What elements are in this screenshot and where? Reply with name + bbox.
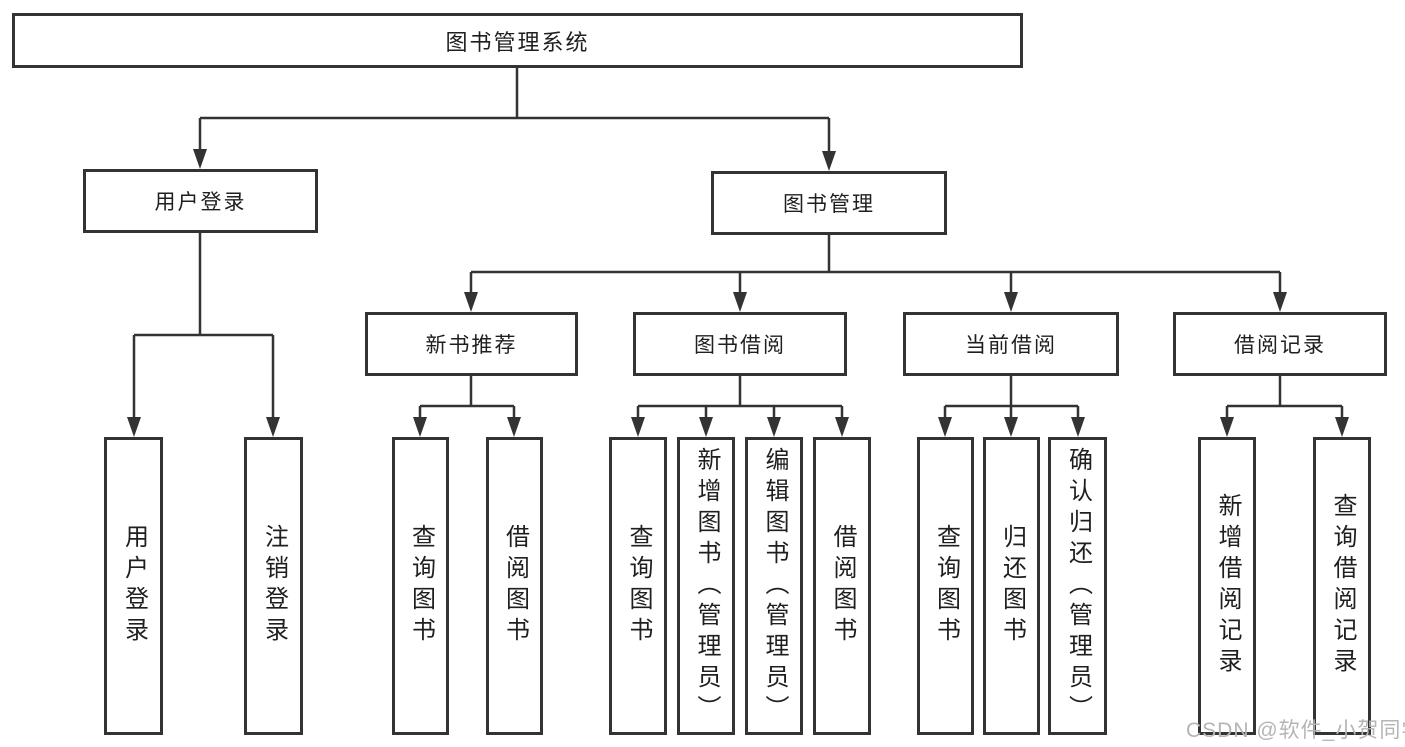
connector-book-borrow-children — [631, 376, 849, 437]
leaf-logout: 注销登录 — [244, 437, 303, 735]
node-label: 新增图书（管理员） — [693, 446, 720, 726]
connector-current-borrow-children — [938, 376, 1085, 437]
connector-new-book-recommend-children — [413, 376, 521, 437]
leaf-query-books-borrow: 查询图书 — [609, 437, 667, 735]
node-label: 查询图书 — [625, 524, 652, 648]
connector-root-to-level2 — [193, 68, 836, 171]
node-label: 借阅图书 — [829, 524, 856, 648]
leaf-query-borrow-record: 查询借阅记录 — [1313, 437, 1371, 735]
node-label: 图书管理 — [783, 193, 875, 216]
connector-book-management-children — [464, 235, 1287, 312]
node-book-management: 图书管理 — [711, 171, 947, 235]
leaf-confirm-return-admin: 确认归还（管理员） — [1048, 437, 1107, 735]
node-label: 图书管理系统 — [445, 29, 590, 55]
leaf-query-books-current: 查询图书 — [917, 437, 974, 735]
node-label: 借阅图书 — [501, 524, 529, 648]
node-label: 当前借阅 — [965, 334, 1057, 357]
node-label: 用户登录 — [154, 191, 247, 214]
leaf-edit-book-admin: 编辑图书（管理员） — [745, 437, 803, 735]
connector-borrow-records-children — [1220, 376, 1349, 437]
csdn-watermark: CSDN @软件_小贺同学 — [1186, 719, 1405, 742]
node-label: 归还图书 — [998, 524, 1026, 648]
node-borrow-records: 借阅记录 — [1173, 312, 1387, 376]
node-label: 注销登录 — [260, 524, 288, 648]
node-current-borrow: 当前借阅 — [903, 312, 1119, 376]
node-label: 新增借阅记录 — [1214, 493, 1241, 679]
leaf-borrow-books: 借阅图书 — [813, 437, 871, 735]
node-label: 编辑图书（管理员） — [761, 446, 788, 726]
node-new-book-recommend: 新书推荐 — [365, 312, 578, 376]
leaf-return-book: 归还图书 — [983, 437, 1040, 735]
node-label: 查询图书 — [932, 524, 960, 648]
leaf-user-login: 用户登录 — [104, 437, 163, 735]
connector-user-login-children — [127, 233, 280, 437]
node-label: 图书借阅 — [694, 334, 786, 357]
node-book-borrow: 图书借阅 — [633, 312, 847, 376]
node-label: 新书推荐 — [425, 334, 518, 357]
node-label: 用户登录 — [120, 524, 148, 648]
leaf-borrow-books-recommend: 借阅图书 — [486, 437, 543, 735]
node-label: 确认归还（管理员） — [1064, 446, 1092, 726]
node-library-management-system: 图书管理系统 — [12, 13, 1023, 68]
node-label: 查询图书 — [407, 524, 435, 648]
leaf-query-books-recommend: 查询图书 — [392, 437, 449, 735]
node-label: 查询借阅记录 — [1329, 493, 1356, 679]
leaf-add-borrow-record: 新增借阅记录 — [1198, 437, 1256, 735]
node-label: 借阅记录 — [1234, 334, 1326, 357]
leaf-add-book-admin: 新增图书（管理员） — [677, 437, 735, 735]
node-user-login: 用户登录 — [83, 169, 318, 233]
